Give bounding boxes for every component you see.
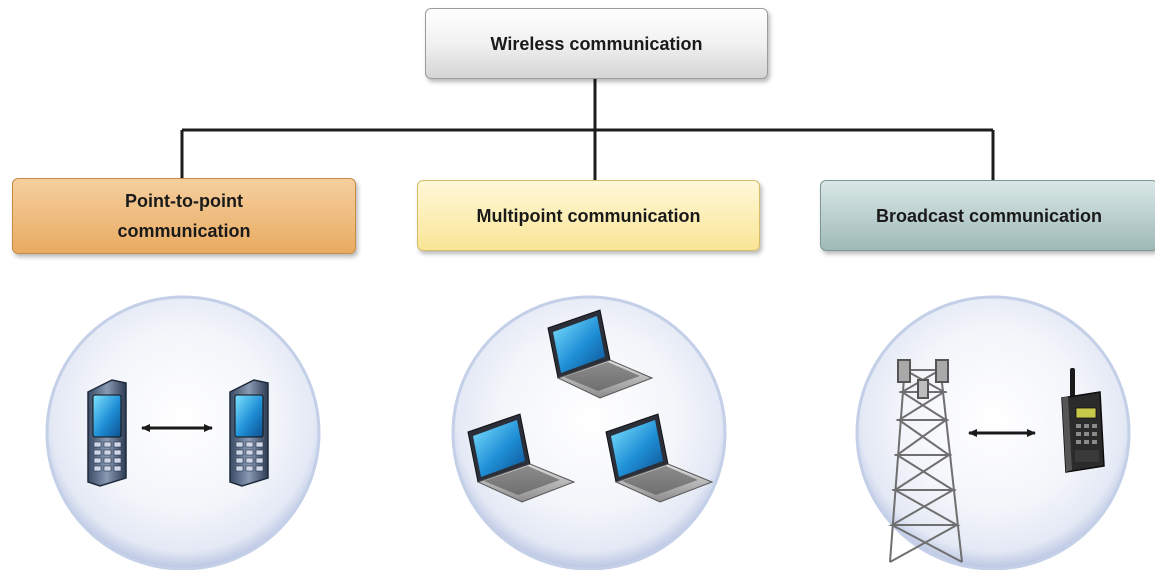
node-point-to-point-communication: Point-to-point communication (12, 178, 356, 254)
node-multipoint-communication: Multipoint communication (417, 180, 760, 251)
connector-lines (180, 79, 995, 180)
walkie-talkie-icon (1061, 368, 1105, 473)
broadcast-tower-icon (888, 359, 963, 563)
mobile-phones-pair-icon (45, 295, 321, 570)
node-broadcast-communication: Broadcast communication (820, 180, 1155, 251)
tower-and-radio-icon (855, 295, 1131, 570)
mobile-phone-left-icon (87, 379, 127, 487)
laptop-left-icon (467, 413, 576, 503)
node-bc-label: Broadcast communication (875, 205, 1103, 226)
node-ptp-label: Point-to-point communication (117, 191, 251, 241)
laptop-right-icon (605, 413, 714, 503)
laptop-top-icon (547, 309, 654, 399)
root-node-label: Wireless communication (490, 33, 703, 54)
node-mp-label: Multipoint communication (476, 205, 701, 226)
three-laptops-icon (451, 295, 727, 570)
mobile-phone-right-icon (229, 379, 269, 487)
root-node-wireless-communication: Wireless communication (425, 8, 768, 79)
